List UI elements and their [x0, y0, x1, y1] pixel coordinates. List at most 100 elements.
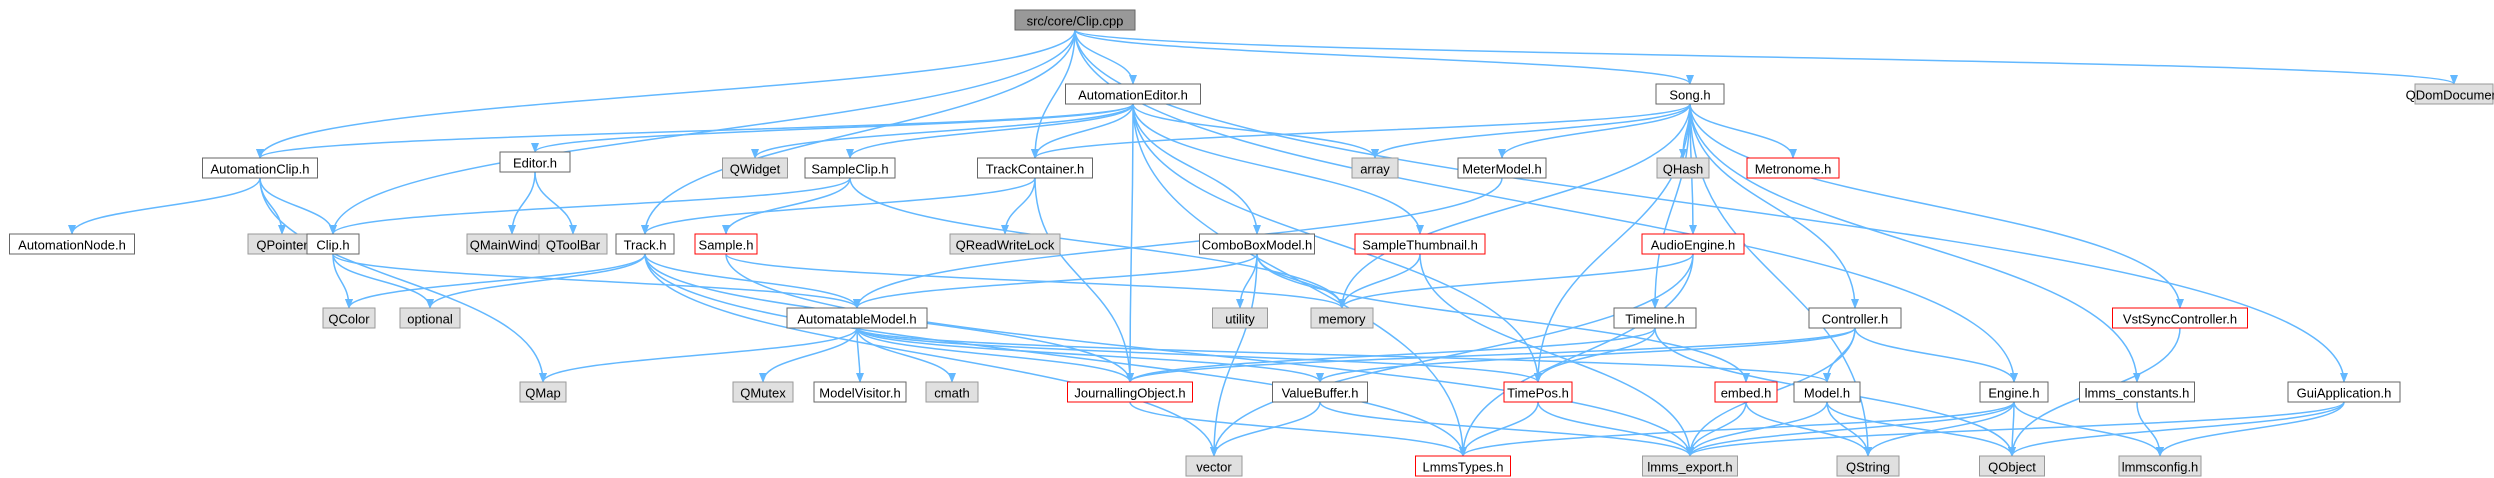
- node-embed[interactable]: embed.h: [1714, 381, 1778, 403]
- node-qcolor: QColor: [322, 307, 376, 329]
- node-audio-engine[interactable]: AudioEngine.h: [1641, 233, 1745, 255]
- node-timepos[interactable]: TimePos.h: [1503, 381, 1573, 403]
- edge-timepos-to-lmms-export: [1537, 401, 1694, 457]
- node-box: [499, 151, 571, 173]
- node-lmms-export: lmms_export.h: [1642, 455, 1738, 477]
- edge-automation-clip-to-automation-node: [68, 177, 261, 235]
- node-automation-clip[interactable]: AutomationClip.h: [202, 157, 318, 179]
- node-sample[interactable]: Sample.h: [694, 233, 758, 255]
- node-clip-h[interactable]: Clip.h: [306, 233, 360, 255]
- node-box: [925, 381, 979, 403]
- node-box: [694, 233, 758, 255]
- edge-engine-to-lmms-types: [1459, 401, 2015, 457]
- node-qstring: QString: [1836, 455, 1900, 477]
- node-journalling-object[interactable]: JournallingObject.h: [1067, 381, 1193, 403]
- node-label: utility: [1225, 312, 1255, 327]
- edge-combobox-model-to-embed: [1256, 253, 1750, 383]
- node-box: [2112, 307, 2248, 329]
- node-label: SampleThumbnail.h: [1362, 238, 1478, 253]
- node-label: TrackContainer.h: [986, 162, 1085, 177]
- edge-controller-to-value-buffer: [1316, 327, 1856, 383]
- node-label: array: [1360, 162, 1390, 177]
- node-box: [2414, 83, 2494, 105]
- node-label: ComboBoxModel.h: [1202, 238, 1313, 253]
- node-box: [1836, 455, 1900, 477]
- edge-automatable-model-to-timepos: [856, 327, 1542, 383]
- node-track[interactable]: Track.h: [615, 233, 675, 255]
- edge-automatable-model-to-qmutex: [759, 327, 858, 383]
- node-qtoolbar: QToolBar: [538, 233, 608, 255]
- node-vst-sync[interactable]: VstSyncController.h: [2112, 307, 2248, 329]
- node-clip-cpp[interactable]: src/core/Clip.cpp: [1014, 9, 1136, 31]
- node-box: [1979, 455, 2045, 477]
- edge-automatable-model-to-model-visitor: [855, 327, 864, 383]
- node-timeline[interactable]: Timeline.h: [1613, 307, 1697, 329]
- edge-embed-to-qstring: [1745, 401, 1872, 457]
- edge-sample-clip-to-memory: [849, 177, 1346, 309]
- node-label: optional: [407, 312, 453, 327]
- node-label: QMap: [525, 386, 560, 401]
- edge-automatable-model-to-cmath: [856, 327, 956, 383]
- node-combobox-model[interactable]: ComboBoxModel.h: [1199, 233, 1315, 255]
- node-song[interactable]: Song.h: [1655, 83, 1725, 105]
- edge-clip-cpp-to-song: [1074, 29, 1694, 85]
- node-box: [1979, 381, 2049, 403]
- node-label: QString: [1846, 460, 1890, 475]
- edge-song-to-timeline: [1651, 103, 1691, 309]
- node-engine[interactable]: Engine.h: [1979, 381, 2049, 403]
- edge-clip-cpp-to-clip-h: [329, 29, 1076, 235]
- edge-audio-engine-to-vector: [1210, 253, 1694, 457]
- node-label: Timeline.h: [1625, 312, 1684, 327]
- edge-sample-clip-to-sample: [722, 177, 851, 235]
- node-automatable-model[interactable]: AutomatableModel.h: [786, 307, 928, 329]
- node-label: AutomationClip.h: [211, 162, 310, 177]
- node-label: Editor.h: [513, 156, 557, 171]
- edge-song-to-track-container: [1031, 103, 1691, 159]
- node-value-buffer[interactable]: ValueBuffer.h: [1272, 381, 1368, 403]
- node-box: [1014, 9, 1136, 31]
- node-box: [2079, 381, 2195, 403]
- node-track-container[interactable]: TrackContainer.h: [977, 157, 1093, 179]
- node-box: [538, 233, 608, 255]
- edge-timeline-to-journalling-object: [1126, 327, 1656, 383]
- node-box: [1793, 381, 1861, 403]
- node-box: [399, 307, 461, 329]
- node-controller[interactable]: Controller.h: [1808, 307, 1902, 329]
- edge-sample-to-memory: [725, 253, 1346, 309]
- node-box: [322, 307, 376, 329]
- edge-journalling-object-to-lmms-types: [1129, 401, 1467, 457]
- node-gui-application[interactable]: GuiApplication.h: [2287, 381, 2401, 403]
- edge-controller-to-journalling-object: [1126, 327, 1856, 383]
- edge-track-to-optional: [426, 253, 646, 309]
- node-label: lmmsconfig.h: [2122, 460, 2199, 475]
- node-label: JournallingObject.h: [1074, 386, 1185, 401]
- edge-track-to-vector: [644, 253, 1218, 457]
- node-label: SampleClip.h: [811, 162, 888, 177]
- node-box: [1714, 381, 1778, 403]
- node-lmms-types[interactable]: LmmsTypes.h: [1415, 455, 1511, 477]
- edge-track-container-to-qreadwritelock: [1001, 177, 1036, 235]
- node-meter-model[interactable]: MeterModel.h: [1457, 157, 1547, 179]
- node-qwidget: QWidget: [722, 157, 788, 179]
- node-model-visitor[interactable]: ModelVisitor.h: [813, 381, 907, 403]
- node-box: [813, 381, 907, 403]
- node-label: cmath: [934, 386, 969, 401]
- node-automation-editor[interactable]: AutomationEditor.h: [1065, 83, 1201, 105]
- node-editor[interactable]: Editor.h: [499, 151, 571, 173]
- node-automation-node[interactable]: AutomationNode.h: [9, 233, 135, 255]
- node-label: TimePos.h: [1507, 386, 1569, 401]
- node-model[interactable]: Model.h: [1793, 381, 1861, 403]
- node-box: [786, 307, 928, 329]
- edge-automation-editor-to-sample-thumbnail: [1132, 103, 1424, 235]
- node-label: Sample.h: [699, 238, 754, 253]
- node-label: AudioEngine.h: [1651, 238, 1736, 253]
- node-optional: optional: [399, 307, 461, 329]
- node-metronome[interactable]: Metronome.h: [1746, 157, 1840, 179]
- edge-clip-h-to-automatable-model: [332, 253, 861, 309]
- node-sample-thumbnail[interactable]: SampleThumbnail.h: [1354, 233, 1486, 255]
- edge-clip-cpp-to-track-container: [1031, 29, 1076, 159]
- node-label: lmms_constants.h: [2085, 386, 2190, 401]
- node-box: [732, 381, 794, 403]
- node-sample-clip[interactable]: SampleClip.h: [804, 157, 896, 179]
- node-lmms-constants[interactable]: lmms_constants.h: [2079, 381, 2195, 403]
